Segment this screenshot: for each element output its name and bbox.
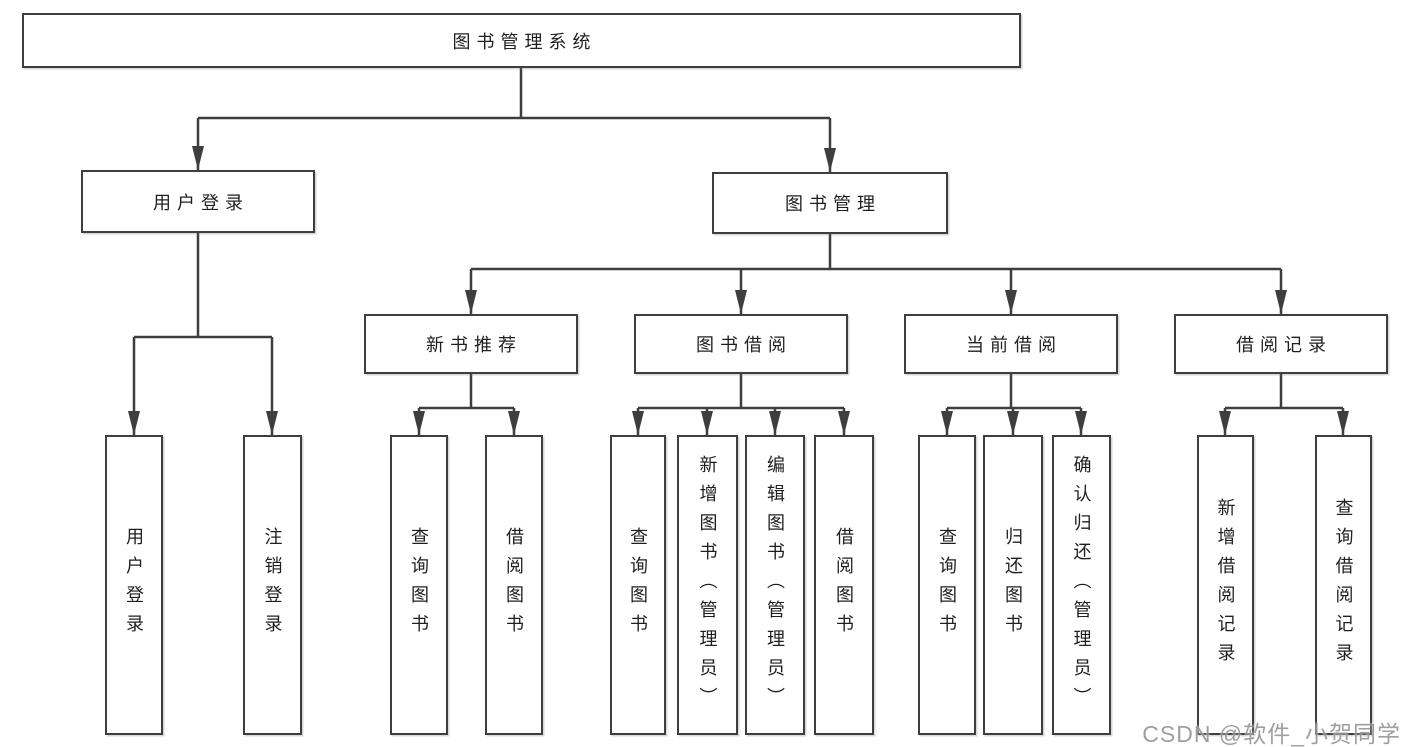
leaf-current-query-book: 查询图书 [918, 435, 976, 735]
leaf-logout: 注销登录 [243, 435, 302, 735]
node-label: 用户登录 [124, 527, 144, 643]
watermark-csdn: CSDN @软件_小贺同学 [1142, 721, 1401, 747]
leaf-current-return-book: 归还图书 [983, 435, 1043, 735]
node-label: 查询借阅记录 [1333, 498, 1354, 672]
leaf-borrow-query-book: 查询图书 [610, 435, 666, 735]
node-label: 查询图书 [937, 527, 957, 643]
arrowheads [128, 146, 1349, 435]
leaf-recommend-query-book: 查询图书 [390, 435, 448, 735]
node-label: 注销登录 [262, 527, 283, 643]
node-label: 借阅图书 [834, 527, 854, 643]
node-library-management-system: 图书管理系统 [22, 13, 1021, 68]
node-label: 借阅记录 [1236, 335, 1332, 355]
leaf-borrow-add-book-admin: 新增图书（管理员） [677, 435, 738, 735]
node-current-borrowing: 当前借阅 [904, 314, 1118, 374]
node-book-management: 图书管理 [712, 172, 948, 234]
node-label: 查询图书 [628, 527, 648, 643]
node-new-book-recommendation: 新书推荐 [364, 314, 578, 374]
node-user-login: 用户登录 [81, 170, 315, 233]
node-label: 图书管理 [785, 194, 881, 214]
node-label: 图书借阅 [696, 335, 792, 355]
node-label: 新增借阅记录 [1215, 498, 1236, 672]
node-label: 归还图书 [1003, 527, 1023, 643]
leaf-record-query-borrow-record: 查询借阅记录 [1315, 435, 1372, 735]
node-label: 编辑图书（管理员） [765, 454, 785, 716]
leaf-borrow-borrow-book: 借阅图书 [814, 435, 874, 735]
leaf-current-confirm-return-admin: 确认归还（管理员） [1052, 435, 1111, 735]
node-label: 图书管理系统 [452, 31, 597, 52]
node-label: 当前借阅 [966, 335, 1062, 355]
node-borrowing-records: 借阅记录 [1174, 314, 1388, 374]
leaf-user-login: 用户登录 [105, 435, 163, 735]
node-label: 确认归还（管理员） [1071, 454, 1092, 716]
node-book-borrowing: 图书借阅 [634, 314, 848, 374]
node-label: 查询图书 [409, 527, 429, 643]
leaf-borrow-edit-book-admin: 编辑图书（管理员） [745, 435, 805, 735]
node-label: 借阅图书 [504, 527, 524, 643]
node-label: 新书推荐 [426, 335, 522, 355]
leaf-record-add-borrow-record: 新增借阅记录 [1197, 435, 1254, 735]
leaf-recommend-borrow-book: 借阅图书 [485, 435, 543, 735]
node-label: 用户登录 [153, 192, 249, 213]
node-label: 新增图书（管理员） [697, 454, 718, 716]
